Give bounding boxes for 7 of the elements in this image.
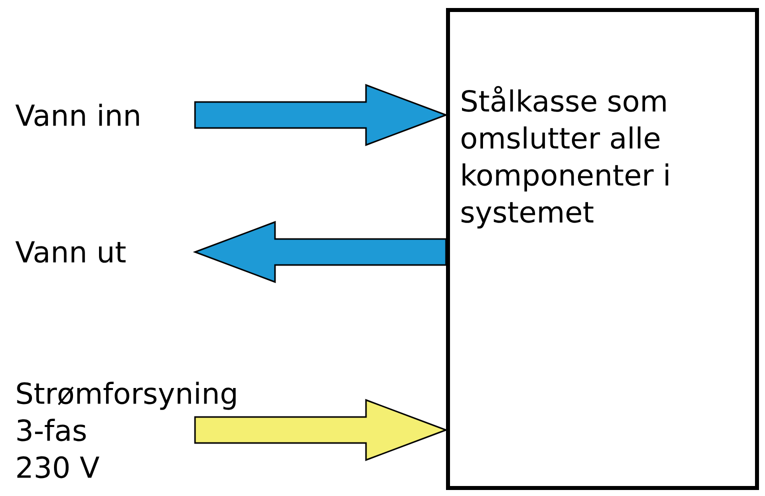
text-label: Strømforsyning 3-fas 230 V [17, 382, 236, 478]
block-arrow [192, 220, 447, 284]
text-label: Vann ut [15, 241, 126, 263]
housing-box: Stålkasse som omslutter alle komponenter i systemet [446, 8, 759, 490]
block-arrow [194, 84, 448, 146]
block-arrow [194, 398, 448, 462]
text-label: Vann inn [15, 104, 139, 126]
